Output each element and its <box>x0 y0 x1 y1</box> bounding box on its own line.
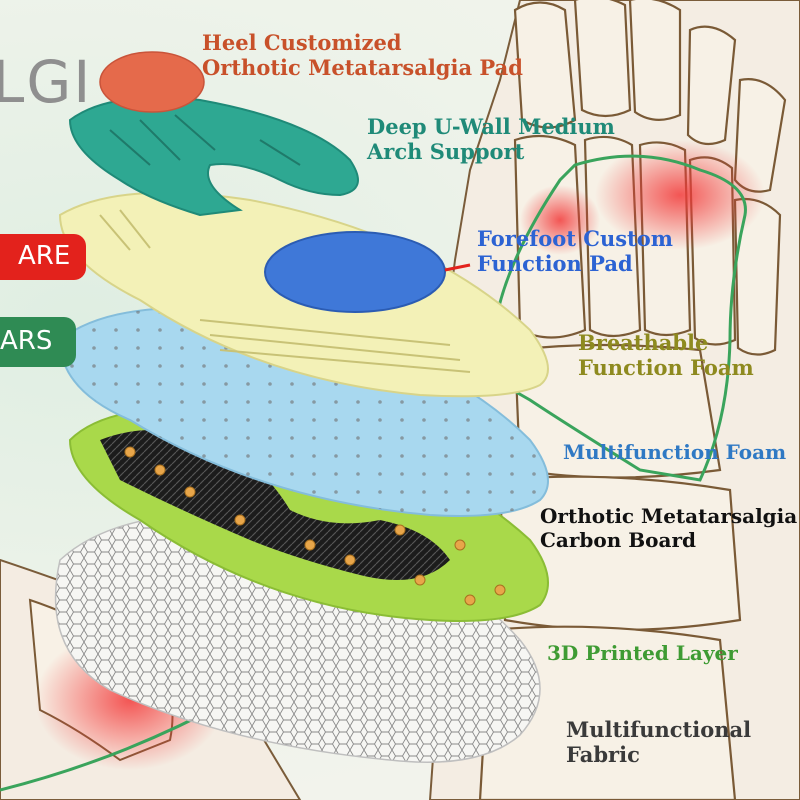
label-multifunction-foam: Multifunction Foam <box>563 440 786 464</box>
forefoot-pointer <box>444 263 471 272</box>
label-multi-line1: Multifunction Foam <box>563 440 787 464</box>
forefoot-pad <box>264 231 446 313</box>
red-tag: ARE <box>0 234 86 280</box>
green-tag: ARS <box>0 317 76 367</box>
label-heel-pad: Heel Customized Orthotic Metatarsalgia P… <box>202 30 523 80</box>
label-carbon-line1: Orthotic Metatarsalgia <box>540 504 798 528</box>
label-breath-line1: Breathable <box>578 330 709 355</box>
label-uwall-line1: Deep U-Wall Medium <box>367 114 615 139</box>
label-breathable-foam: Breathable Function Foam <box>578 330 754 380</box>
label-forefoot-pad: Forefoot Custom Function Pad <box>477 226 673 276</box>
label-breath-line2: Function Foam <box>578 355 754 381</box>
heel-pad <box>99 51 205 113</box>
label-fabric-line2: Fabric <box>566 742 640 768</box>
pain-area-toe <box>520 185 600 255</box>
breathable-texture <box>99 209 471 373</box>
label-forefoot-line1: Forefoot Custom <box>477 226 673 251</box>
label-heel-line1: Heel Customized <box>202 30 402 55</box>
red-tag-text: ARE <box>18 241 71 271</box>
brand-text: LGI <box>0 48 93 116</box>
label-heel-line2: Orthotic Metatarsalgia Pad <box>202 55 523 81</box>
u-wall-arch-layer <box>68 96 359 217</box>
u-wall-texture <box>109 114 301 166</box>
label-3d-line1: 3D Printed Layer <box>547 641 738 665</box>
label-carbon-board: Orthotic Metatarsalgia Carbon Board <box>540 504 797 552</box>
label-carbon-line2: Carbon Board <box>540 528 696 552</box>
green-tag-text: ARS <box>0 326 53 356</box>
label-fabric: Multifunctional Fabric <box>566 717 751 767</box>
pain-area-forefoot <box>595 140 765 250</box>
label-3d-printed: 3D Printed Layer <box>547 641 738 665</box>
label-fabric-line1: Multifunctional <box>566 717 752 742</box>
carbon-fiber-plate <box>100 430 450 580</box>
label-u-wall: Deep U-Wall Medium Arch Support <box>367 114 615 164</box>
label-forefoot-line2: Function Pad <box>477 251 633 277</box>
label-uwall-line2: Arch Support <box>367 139 525 165</box>
